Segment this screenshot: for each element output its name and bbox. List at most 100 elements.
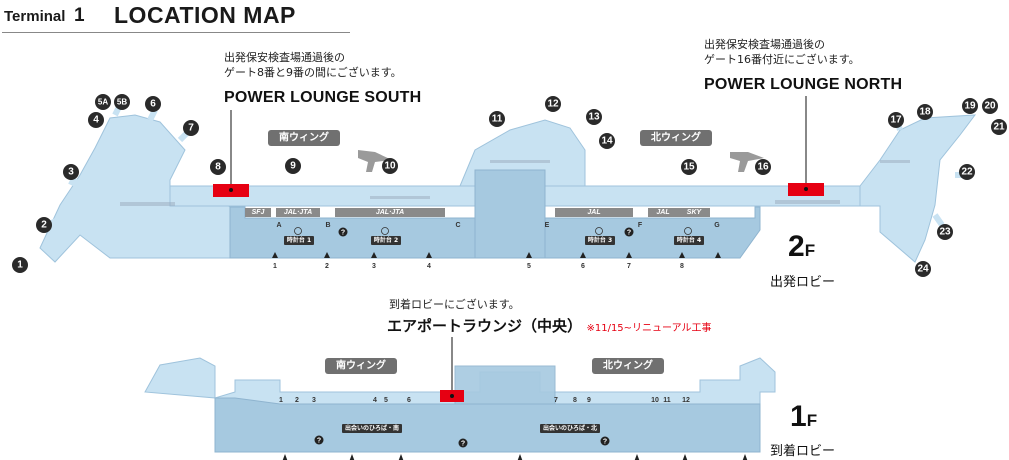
gate-18: 18: [919, 107, 931, 118]
counter-letter-f: F: [638, 222, 643, 229]
gate-5a: 5A: [98, 98, 108, 107]
terminal-number: 1: [74, 5, 85, 26]
entrance-1f-10: 10: [651, 397, 659, 404]
airplane-icon-north: [730, 152, 764, 172]
gate-15: 15: [683, 162, 695, 173]
entrance-2f-3: 3: [372, 263, 376, 270]
entrance-1f-6: 6: [407, 397, 411, 404]
gate-7: 7: [188, 123, 194, 134]
wing-label-north-1f: 北ウィング: [603, 359, 653, 372]
svg-text:?: ?: [603, 439, 607, 446]
lounge-north-note-line2: ゲート16番付近にございます。: [704, 53, 860, 66]
counter-letter-g: G: [714, 222, 720, 229]
svg-text:?: ?: [461, 441, 465, 448]
gate-6: 6: [150, 99, 156, 110]
counter-label-2: JAL·JTA: [284, 209, 312, 216]
gate-14: 14: [601, 136, 613, 147]
floor-1f-caption: 到着ロビー: [770, 444, 836, 459]
terminal-label: Terminal: [4, 8, 66, 25]
svg-text:?: ?: [627, 230, 631, 237]
entrance-2f-7: 7: [627, 263, 631, 270]
gate-19: 19: [964, 101, 976, 112]
exit-north-badge: [540, 424, 600, 433]
clock-2-label: 時計台 2: [374, 236, 398, 244]
gate-23: 23: [939, 227, 951, 238]
exit-south-label: 出会いのひろば・南: [345, 424, 399, 432]
gate-17: 17: [890, 115, 902, 126]
lounge-airport-name[interactable]: エアポートラウンジ（中央）: [387, 317, 583, 335]
floor-2f-suffix: F: [804, 241, 816, 260]
lounge-airport-note: 到着ロビーにございます。: [389, 298, 520, 311]
page-title: LOCATION MAP: [114, 2, 296, 28]
lounge-south-note: 出発保安検査場通過後の ゲート8番と9番の間にございます。: [224, 50, 444, 80]
clock-towers-2f: 時計台 1 時計台 2 時計台 3 時計台 4: [284, 227, 704, 245]
wing-badge-south-1f: [325, 358, 397, 374]
gate-3: 3: [68, 167, 74, 178]
lounge-south-note-line2: ゲート8番と9番の間にございます。: [224, 66, 402, 79]
info-icons-2f: ? ?: [338, 227, 634, 237]
floor-2f-caption: 出発ロビー: [770, 275, 836, 290]
floor-1f-suffix: F: [806, 411, 818, 430]
entrance-1f-3: 3: [312, 397, 316, 404]
info-icons-1f: ? ? ?: [314, 435, 610, 448]
wing-label-south-1f: 南ウィング: [336, 359, 386, 372]
floor-1f-shape: [144, 357, 776, 453]
header-rule: [2, 32, 350, 33]
gate-11: 11: [492, 114, 503, 125]
entrance-1f-7: 7: [554, 397, 558, 404]
entrance-1f-8: 8: [573, 397, 577, 404]
counter-letter-a: A: [276, 222, 281, 229]
gate-5b: 5B: [117, 98, 127, 107]
gate-9: 9: [290, 161, 296, 172]
lounge-airport-title-row: エアポートラウンジ（中央） ※11/15~リニューアル工事: [387, 315, 712, 336]
gate-16: 16: [757, 162, 769, 173]
clock-4-label: 時計台 4: [677, 236, 701, 244]
floor-1f-label: 1F: [790, 400, 817, 434]
counter-label-6: SKY: [687, 209, 703, 216]
counter-label-4: JAL: [587, 209, 600, 216]
entrance-1f-12: 12: [682, 397, 690, 404]
counter-label-5: JAL: [656, 209, 669, 216]
floor-1f-number: 1: [790, 400, 807, 433]
lounge-airport-notice: ※11/15~リニューアル工事: [586, 323, 712, 334]
counter-letter-e: E: [545, 222, 550, 229]
gate-12: 12: [547, 99, 559, 110]
gate-10: 10: [384, 161, 396, 172]
entrance-2f-1: 1: [273, 263, 277, 270]
gate-20: 20: [984, 101, 996, 112]
wing-badge-north-1f: [592, 358, 664, 374]
entrance-1f-5: 5: [384, 397, 388, 404]
gate-2: 2: [41, 220, 47, 231]
entrance-2f-4: 4: [427, 263, 431, 270]
clock-1-label: 時計台 1: [287, 236, 311, 244]
exit-south-badge: [342, 424, 402, 433]
lounge-north-note: 出発保安検査場通過後の ゲート16番付近にございます。: [704, 37, 924, 67]
entrance-2f-5: 5: [527, 263, 531, 270]
wing-label-south-2f: 南ウィング: [279, 131, 329, 144]
entrance-1f-1: 1: [279, 397, 283, 404]
gate-22: 22: [961, 167, 973, 178]
counter-letter-b: B: [325, 222, 330, 229]
lounge-north-name[interactable]: POWER LOUNGE NORTH: [704, 76, 903, 93]
counter-letter-c: C: [455, 222, 460, 229]
lounge-south-name[interactable]: POWER LOUNGE SOUTH: [224, 89, 422, 106]
lounge-south-note-line1: 出発保安検査場通過後の: [224, 51, 345, 64]
wing-badge-north-2f: [640, 130, 712, 146]
gate-4: 4: [93, 115, 99, 126]
entrance-2f-6: 6: [581, 263, 585, 270]
entrances-1f: 1 2 3 4 5 6 7 8 9 10 11 12: [279, 397, 748, 460]
counter-label-3: JAL·JTA: [376, 209, 404, 216]
entrance-2f-2: 2: [325, 263, 329, 270]
svg-text:?: ?: [341, 230, 345, 237]
checkin-counters-2f: SFJ JAL·JTA JAL·JTA JAL JAL SKY A B C E …: [245, 208, 720, 229]
wing-badge-south-2f: [268, 130, 340, 146]
gate-8: 8: [215, 162, 221, 173]
gate-13: 13: [588, 112, 600, 123]
entrance-1f-11: 11: [663, 397, 671, 404]
wing-label-north-2f: 北ウィング: [651, 131, 701, 144]
entrances-2f: 1 2 3 4 5 6 7 8: [272, 252, 721, 270]
floor-2f-shape: [39, 103, 977, 263]
airplane-icon-south: [358, 150, 392, 172]
floor-2f-number: 2: [788, 230, 805, 263]
